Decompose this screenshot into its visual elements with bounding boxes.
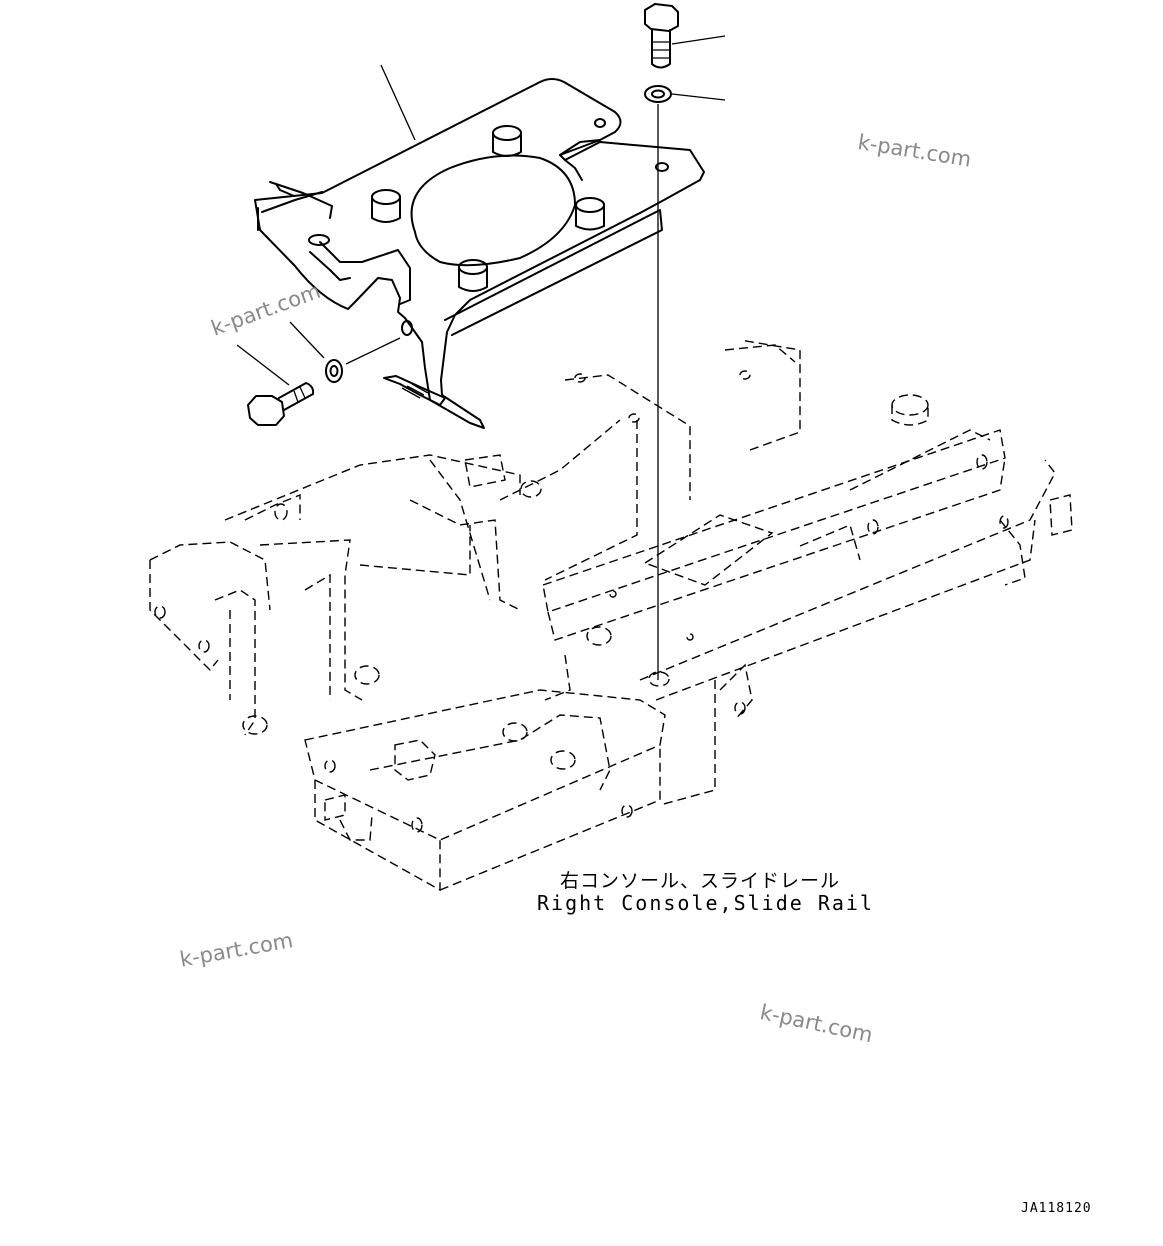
washer-top (644, 85, 672, 103)
leader-lines (236, 35, 726, 386)
caption-japanese: 右コンソール、スライドレール (560, 870, 841, 892)
bolt-left (247, 382, 315, 426)
console-frame (149, 339, 1073, 892)
console-bracket (254, 78, 705, 429)
bolt-top (644, 3, 679, 69)
washer-left (325, 359, 343, 383)
caption-english: Right Console,Slide Rail (537, 891, 874, 915)
drawing-code: JA118120 (1021, 1201, 1092, 1216)
